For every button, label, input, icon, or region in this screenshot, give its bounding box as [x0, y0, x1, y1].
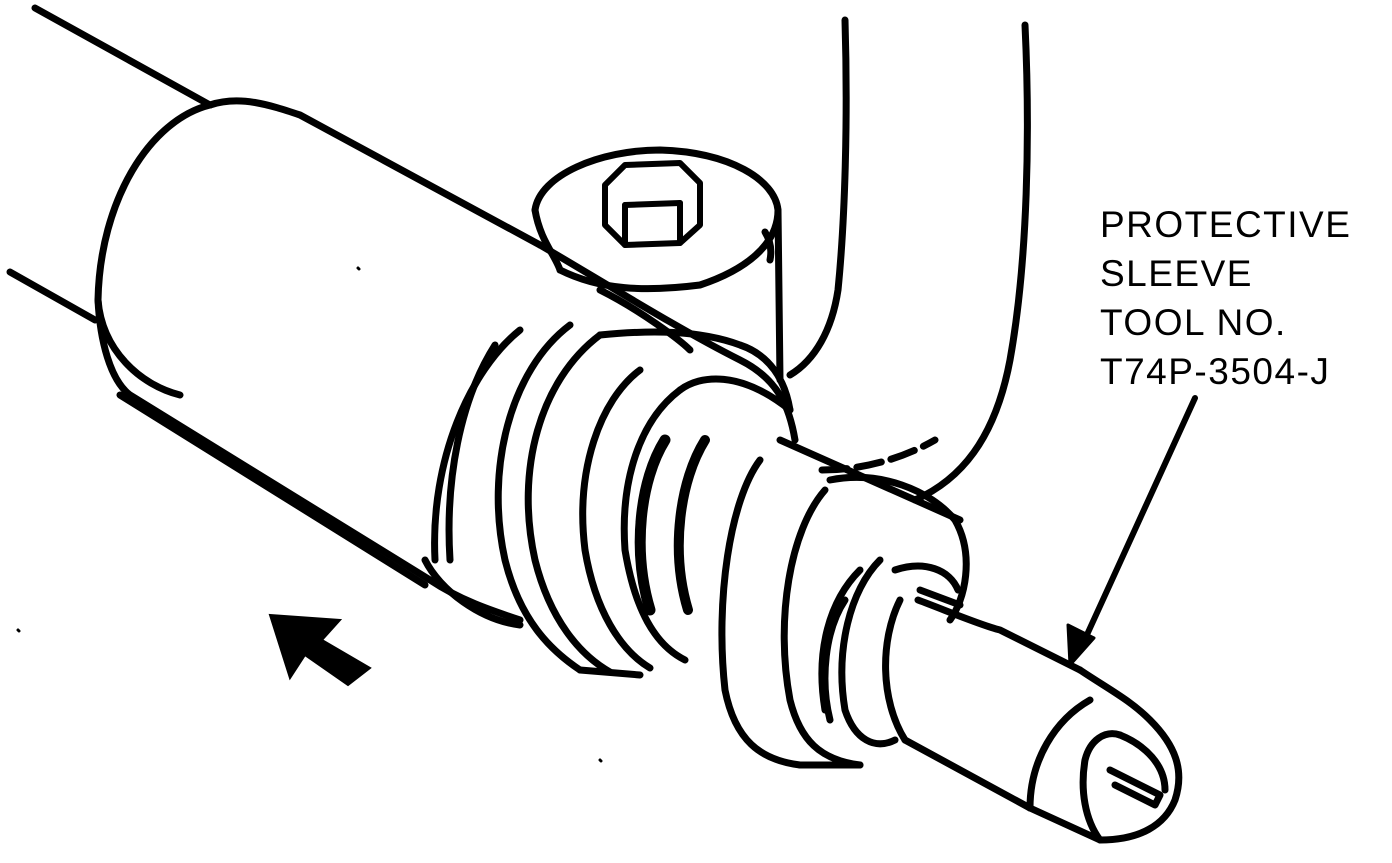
- outer-tie-rod: [786, 16, 1031, 504]
- inner-shaft: [882, 586, 1084, 812]
- speck-marks: [16, 266, 603, 763]
- rack-tube: [6, 4, 214, 324]
- protective-sleeve: [1026, 666, 1183, 844]
- rod-collar: [718, 436, 970, 769]
- callout-arrowhead: [1066, 623, 1096, 667]
- rack-housing: [94, 97, 544, 624]
- protective-sleeve-callout: PROTECTIVE SLEEVE TOOL NO. T74P-3504-J: [1100, 200, 1385, 396]
- callout-line-1: PROTECTIVE: [1100, 204, 1352, 245]
- bolt-boss: [531, 146, 784, 384]
- callout-leader: [1077, 395, 1198, 653]
- seal-rings: [494, 321, 794, 679]
- hex-bolt-icon: [602, 160, 703, 248]
- callout-line-4: T74P-3504-J: [1100, 351, 1331, 392]
- callout-line-3: TOOL NO.: [1100, 302, 1287, 343]
- callout-line-2: SLEEVE: [1100, 253, 1253, 294]
- arrow-up-left-icon: [268, 613, 372, 687]
- housing-collar: [421, 241, 799, 629]
